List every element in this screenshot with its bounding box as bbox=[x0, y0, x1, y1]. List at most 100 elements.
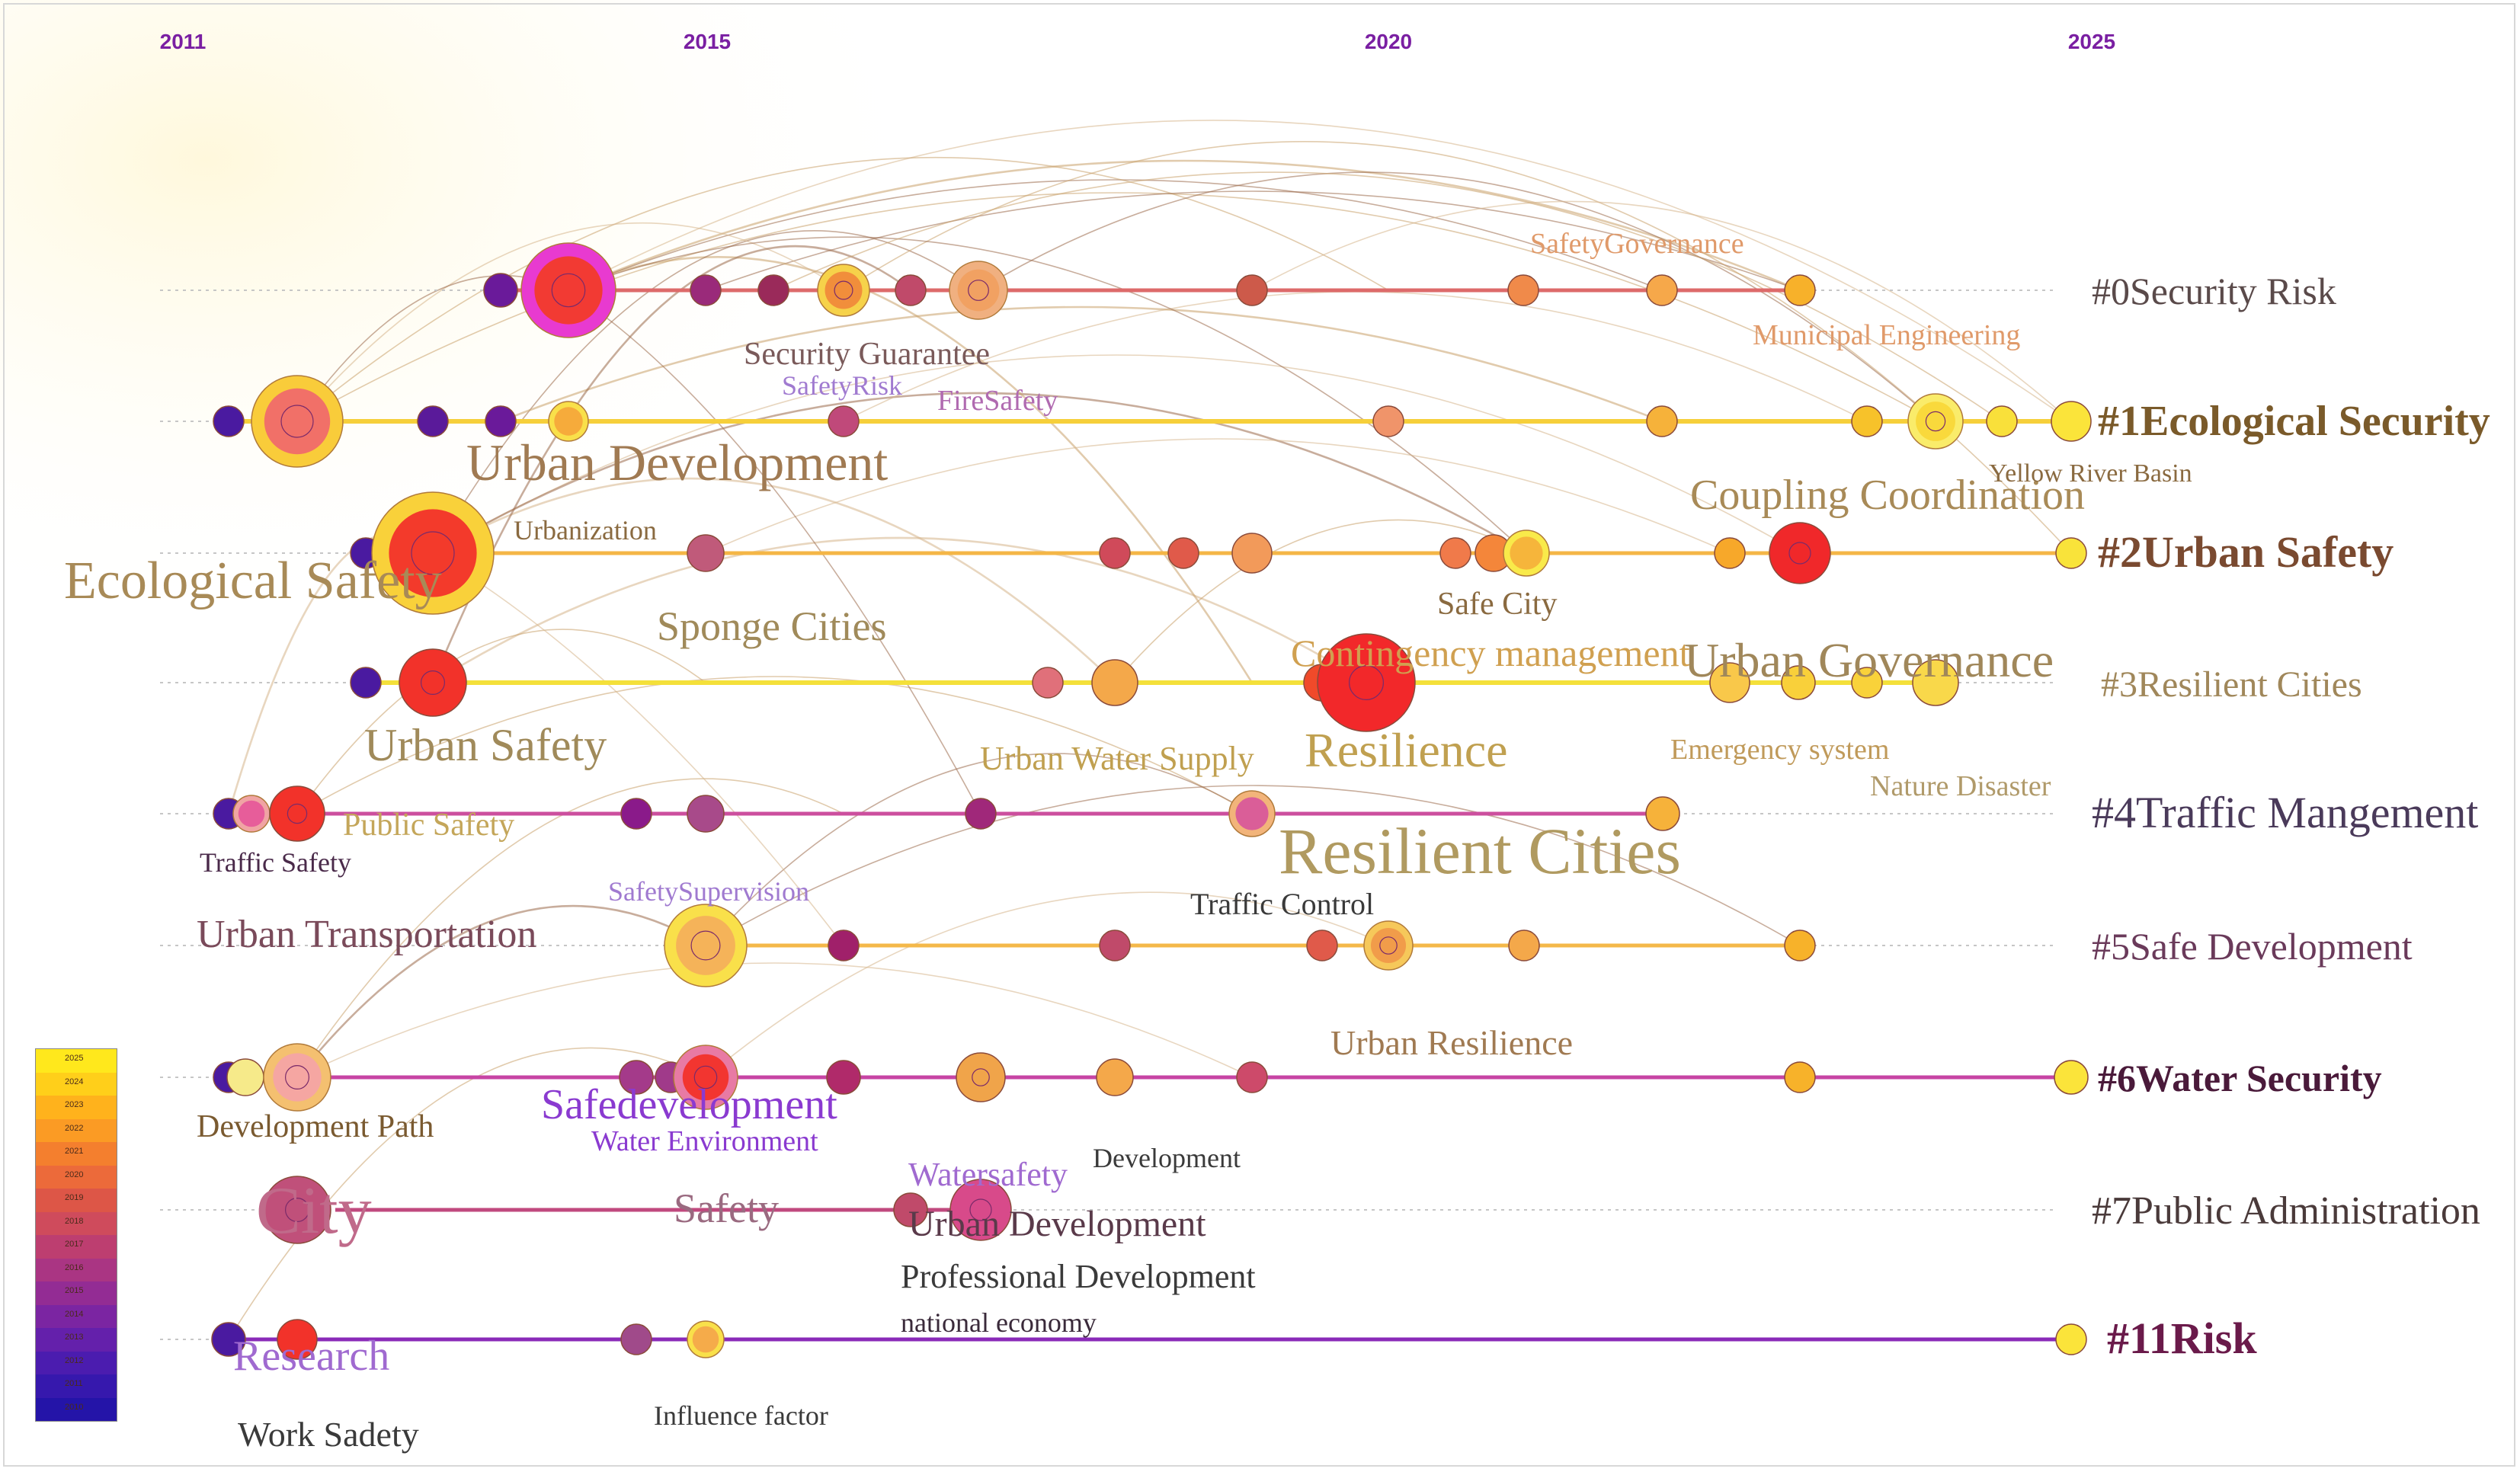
legend-year: 2025 bbox=[65, 1054, 84, 1063]
link-arc bbox=[773, 171, 2003, 422]
keyword-node-inner-ring bbox=[972, 1068, 990, 1086]
legend-year: 2023 bbox=[65, 1100, 84, 1109]
keyword-node-core bbox=[350, 667, 382, 699]
keyword-node-inner-ring bbox=[1925, 411, 1946, 432]
link-arc bbox=[705, 785, 1801, 946]
link-arc bbox=[432, 230, 979, 554]
keyword-node bbox=[1231, 533, 1273, 574]
keyword-node-core bbox=[1916, 402, 1955, 441]
legend-swatch: 2016 bbox=[36, 1258, 117, 1281]
keyword-node-core bbox=[1091, 659, 1138, 706]
cluster-label: #4Traffic Mangement bbox=[2092, 788, 2478, 837]
keyword-node bbox=[893, 1192, 928, 1227]
legend-year: 2016 bbox=[65, 1262, 84, 1272]
keyword-node bbox=[1646, 274, 1678, 306]
keyword-node-core bbox=[1986, 405, 2018, 437]
link-arc bbox=[296, 904, 706, 1078]
keyword-node bbox=[895, 274, 927, 306]
keyword-node-core bbox=[2055, 537, 2087, 569]
keyword-node-core bbox=[1709, 662, 1750, 703]
keyword-node-core bbox=[1439, 537, 1471, 569]
cluster-label: #7Public Administration bbox=[2092, 1189, 2480, 1233]
legend-swatch: 2015 bbox=[36, 1281, 117, 1305]
keyword-label: Research bbox=[233, 1333, 389, 1380]
keyword-node bbox=[1236, 274, 1268, 306]
keyword-node-inner-ring bbox=[280, 405, 314, 438]
link-arc bbox=[296, 222, 844, 422]
keyword-node bbox=[620, 798, 652, 830]
legend-swatch: 2010 bbox=[36, 1397, 117, 1421]
keyword-node bbox=[1439, 537, 1471, 569]
legend-year: 2011 bbox=[65, 1379, 83, 1388]
cluster-label: #5Safe Development bbox=[2092, 925, 2413, 968]
keyword-label: FireSafety bbox=[937, 385, 1058, 417]
keyword-node bbox=[1507, 274, 1539, 306]
keyword-label: Influence factor bbox=[654, 1400, 828, 1431]
keyword-label: Urban Governance bbox=[1684, 633, 2054, 687]
link-arc bbox=[296, 778, 844, 1078]
keyword-node bbox=[1091, 659, 1138, 706]
keyword-node-core bbox=[1784, 274, 1816, 306]
legend-year: 2013 bbox=[65, 1333, 84, 1342]
keyword-node-core bbox=[1236, 274, 1268, 306]
keyword-node-core bbox=[226, 1058, 264, 1096]
keyword-node bbox=[371, 491, 495, 615]
keyword-label: Traffic Safety bbox=[200, 847, 351, 878]
keyword-nodes bbox=[211, 242, 2092, 1360]
keyword-label: Nature Disaster bbox=[1870, 770, 2051, 802]
keyword-node-core bbox=[2051, 401, 2092, 442]
keyword-label: Resilient Cities bbox=[1279, 814, 1681, 888]
link-arc bbox=[431, 245, 911, 683]
legend-year: 2022 bbox=[65, 1123, 84, 1133]
keyword-node-inner-ring bbox=[285, 1064, 310, 1089]
keyword-node bbox=[1508, 929, 1540, 961]
keyword-node-core bbox=[1235, 797, 1269, 830]
keyword-node-core bbox=[949, 1179, 1012, 1241]
link-arc bbox=[296, 962, 1253, 1078]
keyword-node bbox=[664, 904, 748, 987]
link-arc bbox=[432, 392, 1527, 555]
keyword-node-inner-ring bbox=[834, 280, 853, 300]
keyword-node bbox=[211, 1322, 246, 1357]
keyword-node bbox=[1317, 633, 1416, 732]
keyword-node bbox=[1503, 530, 1550, 577]
legend-swatch: 2020 bbox=[36, 1165, 117, 1189]
keyword-node bbox=[1228, 790, 1276, 837]
keyword-node bbox=[483, 273, 518, 308]
keyword-node bbox=[1784, 274, 1816, 306]
keyword-node bbox=[828, 405, 860, 437]
keyword-label: Urban Water Supply bbox=[980, 740, 1254, 777]
keyword-node-core bbox=[828, 929, 860, 961]
keyword-node bbox=[965, 798, 997, 830]
keyword-node bbox=[1781, 665, 1816, 700]
keyword-node bbox=[687, 1320, 725, 1358]
keyword-node-inner-ring bbox=[1379, 936, 1398, 955]
keyword-label: Coupling Coordination bbox=[1690, 472, 2085, 519]
link-arc bbox=[296, 156, 1389, 422]
keyword-node bbox=[949, 1179, 1012, 1241]
legend-swatch: 2013 bbox=[36, 1328, 117, 1352]
keyword-node bbox=[263, 1043, 331, 1112]
keyword-label: Safety bbox=[674, 1185, 779, 1231]
keyword-node bbox=[269, 785, 325, 842]
keyword-node bbox=[2055, 1323, 2087, 1355]
cluster-label: #6Water Security bbox=[2098, 1057, 2382, 1099]
keyword-label: Traffic Control bbox=[1190, 887, 1374, 921]
keyword-label: Development Path bbox=[197, 1109, 434, 1144]
keyword-node-inner-ring bbox=[969, 1198, 992, 1221]
link-arc bbox=[432, 477, 1116, 683]
keyword-label: Watersafety bbox=[908, 1156, 1068, 1193]
keyword-label: national economy bbox=[901, 1307, 1097, 1338]
keyword-node-core bbox=[534, 256, 603, 325]
link-arc bbox=[432, 552, 844, 946]
legend-swatch: 2014 bbox=[36, 1304, 117, 1328]
link-arc bbox=[705, 190, 1801, 291]
keyword-node bbox=[213, 405, 245, 437]
keyword-node-core bbox=[263, 1176, 331, 1244]
keyword-node-core bbox=[1784, 929, 1816, 961]
keyword-node-core bbox=[825, 271, 863, 309]
legend-swatch: 2022 bbox=[36, 1118, 117, 1142]
keyword-node-core bbox=[1645, 796, 1680, 831]
